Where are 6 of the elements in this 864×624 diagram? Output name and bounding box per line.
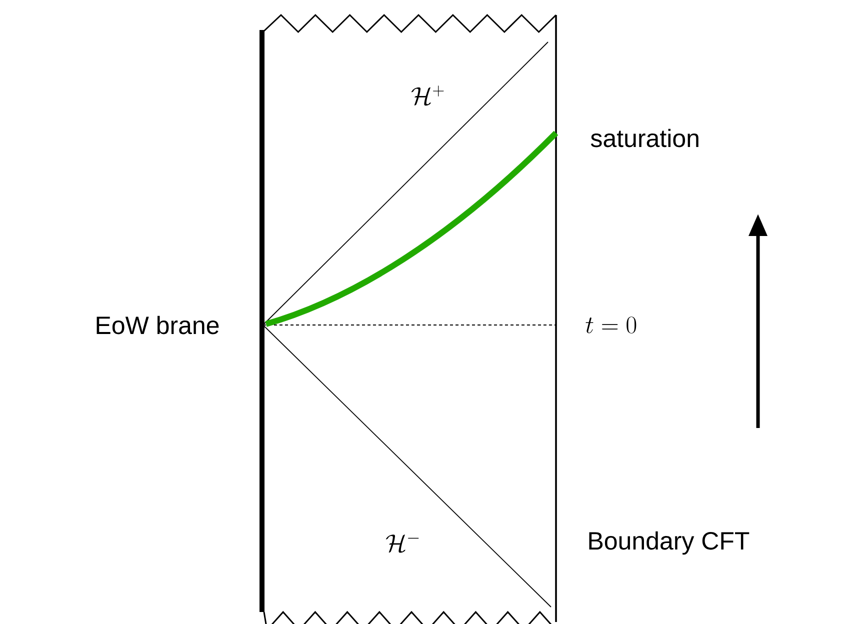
math-label: $\mathcal{H}^{-}$ <box>386 534 419 553</box>
math-label: $\mathcal{H}^{+}$ <box>411 86 444 106</box>
text-label: EoW brane <box>96 316 219 334</box>
math-label: $t=0$ <box>586 316 636 334</box>
text-label: Boundary CFT <box>589 531 750 555</box>
text-label: saturation <box>590 128 698 148</box>
